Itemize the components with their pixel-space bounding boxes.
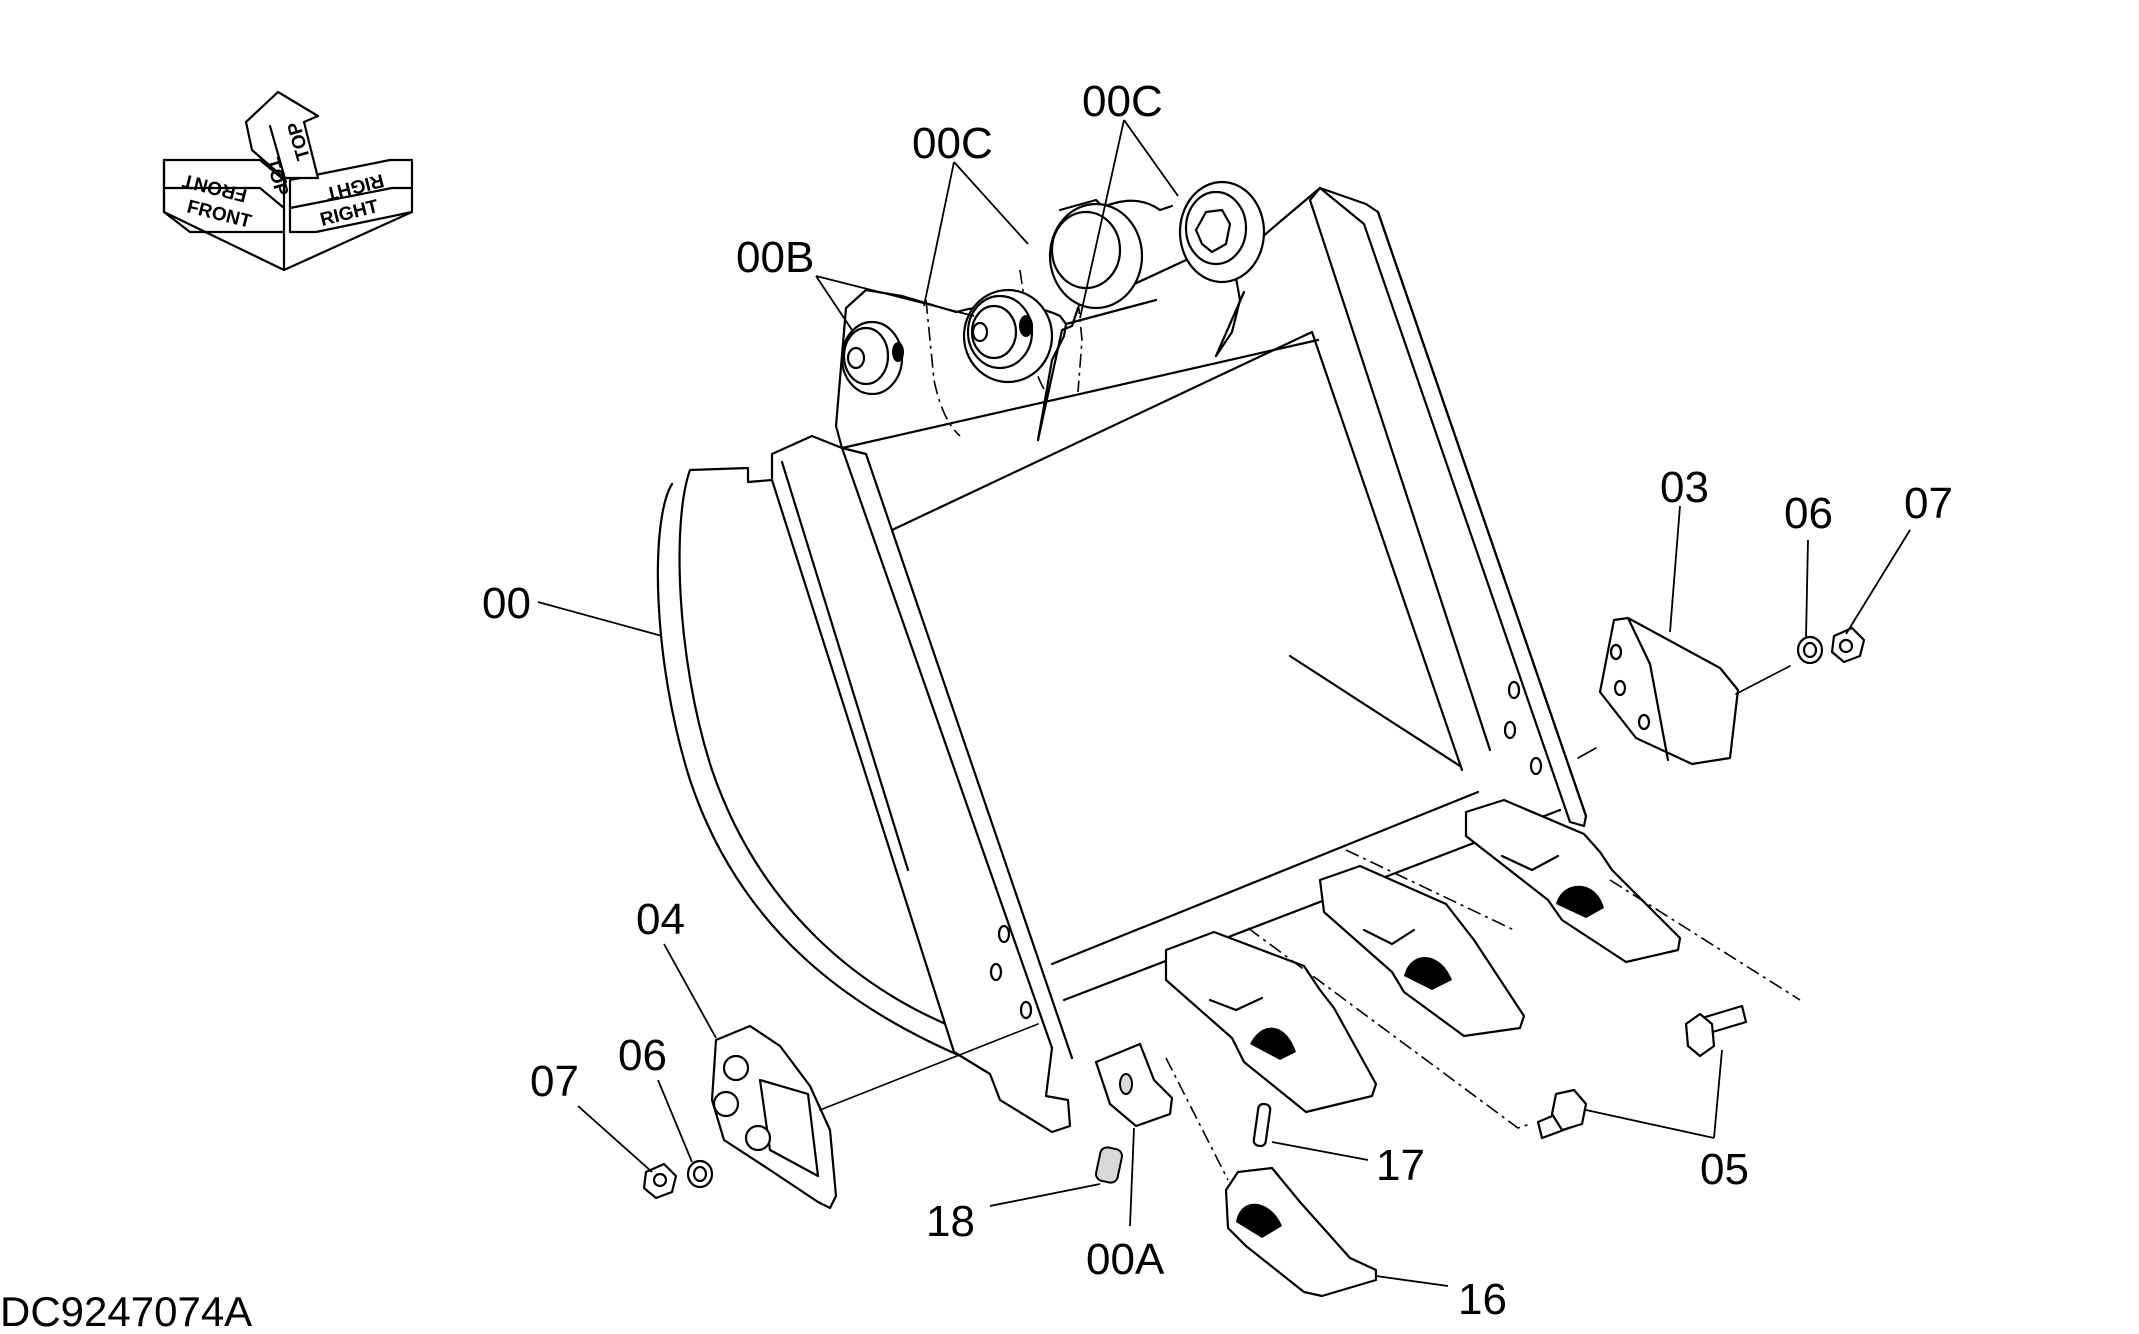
orientation-symbol: FRONT FRONT TOP TOP RIGHT RIGHT (162, 90, 414, 272)
callout-04: 04 (636, 895, 685, 944)
bucket-teeth (1094, 798, 1801, 1298)
leader-lines (537, 119, 1911, 1287)
callout-06-left: 06 (618, 1031, 667, 1080)
callout-labels: 00C 00C 00B 00 03 06 07 04 06 07 17 05 1… (482, 77, 1953, 1324)
callout-00B: 00B (736, 233, 814, 282)
callout-00: 00 (482, 579, 531, 628)
callout-18: 18 (926, 1197, 975, 1246)
callout-00A: 00A (1086, 1235, 1165, 1284)
callout-00C-left: 00C (912, 119, 993, 168)
callout-16: 16 (1458, 1275, 1507, 1324)
bucket-body (656, 180, 1588, 1134)
callout-05: 05 (1700, 1145, 1749, 1194)
callout-07-left: 07 (530, 1057, 579, 1106)
callout-07-right: 07 (1904, 479, 1953, 528)
callout-06-right: 06 (1784, 489, 1833, 538)
side-cutter-right (1598, 616, 1740, 766)
nuts-washers (642, 626, 1866, 1200)
side-cutter-left (710, 1024, 838, 1210)
callout-17: 17 (1376, 1141, 1425, 1190)
callout-00C-right: 00C (1082, 77, 1163, 126)
document-id: DC9247074A (0, 1288, 252, 1334)
callout-03: 03 (1660, 463, 1709, 512)
